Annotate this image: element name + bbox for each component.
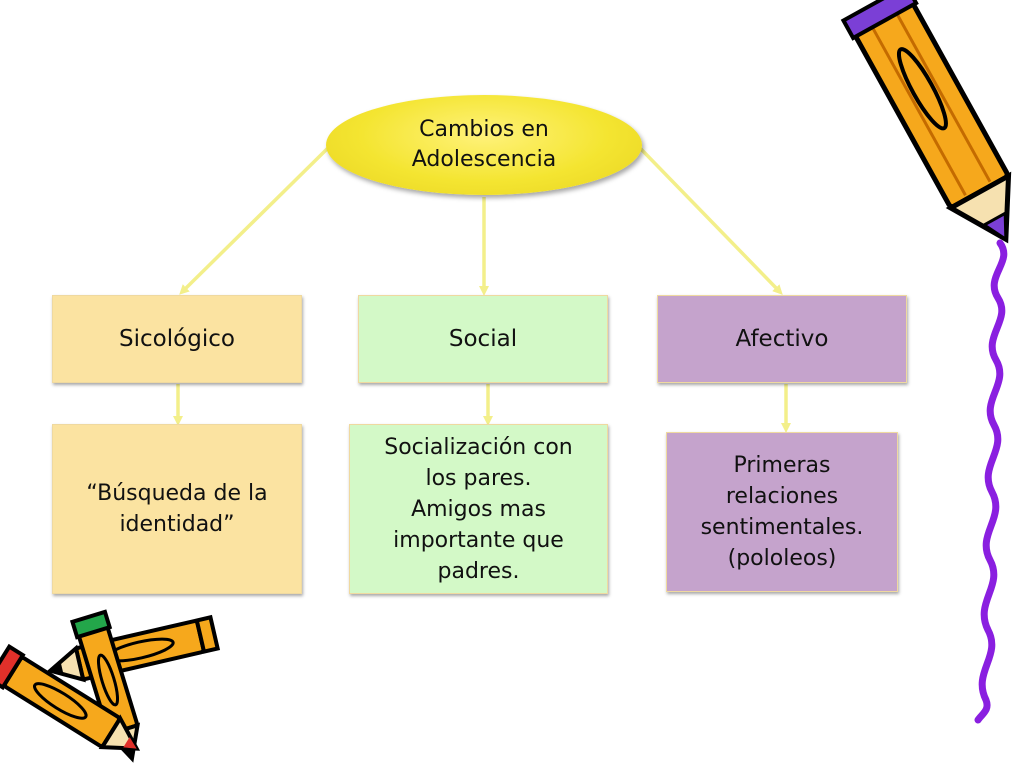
- category-afectivo: Afectivo: [657, 295, 907, 383]
- category-social: Social: [358, 295, 608, 383]
- detail-afectivo: Primeras relaciones sentimentales. (polo…: [666, 432, 898, 592]
- connector-root-afectivo: [638, 146, 783, 295]
- root-node: Cambios en Adolescencia: [326, 95, 642, 195]
- detail-social-text: Socialización con los pares. Amigos mas …: [384, 434, 573, 584]
- detail-social: Socialización con los pares. Amigos mas …: [349, 424, 608, 594]
- detail-afectivo-text: Primeras relaciones sentimentales. (polo…: [700, 453, 864, 571]
- connector-root-sicologico: [179, 146, 330, 295]
- category-afectivo-label: Afectivo: [735, 325, 829, 352]
- category-sicologico-label: Sicológico: [119, 325, 235, 352]
- detail-sicologico: “Búsqueda de la identidad”: [52, 424, 302, 594]
- category-sicologico: Sicológico: [52, 295, 302, 383]
- category-social-label: Social: [448, 325, 518, 352]
- root-label: Cambios en Adolescencia: [411, 117, 557, 172]
- detail-sicologico-text: “Búsqueda de la identidad”: [86, 481, 268, 537]
